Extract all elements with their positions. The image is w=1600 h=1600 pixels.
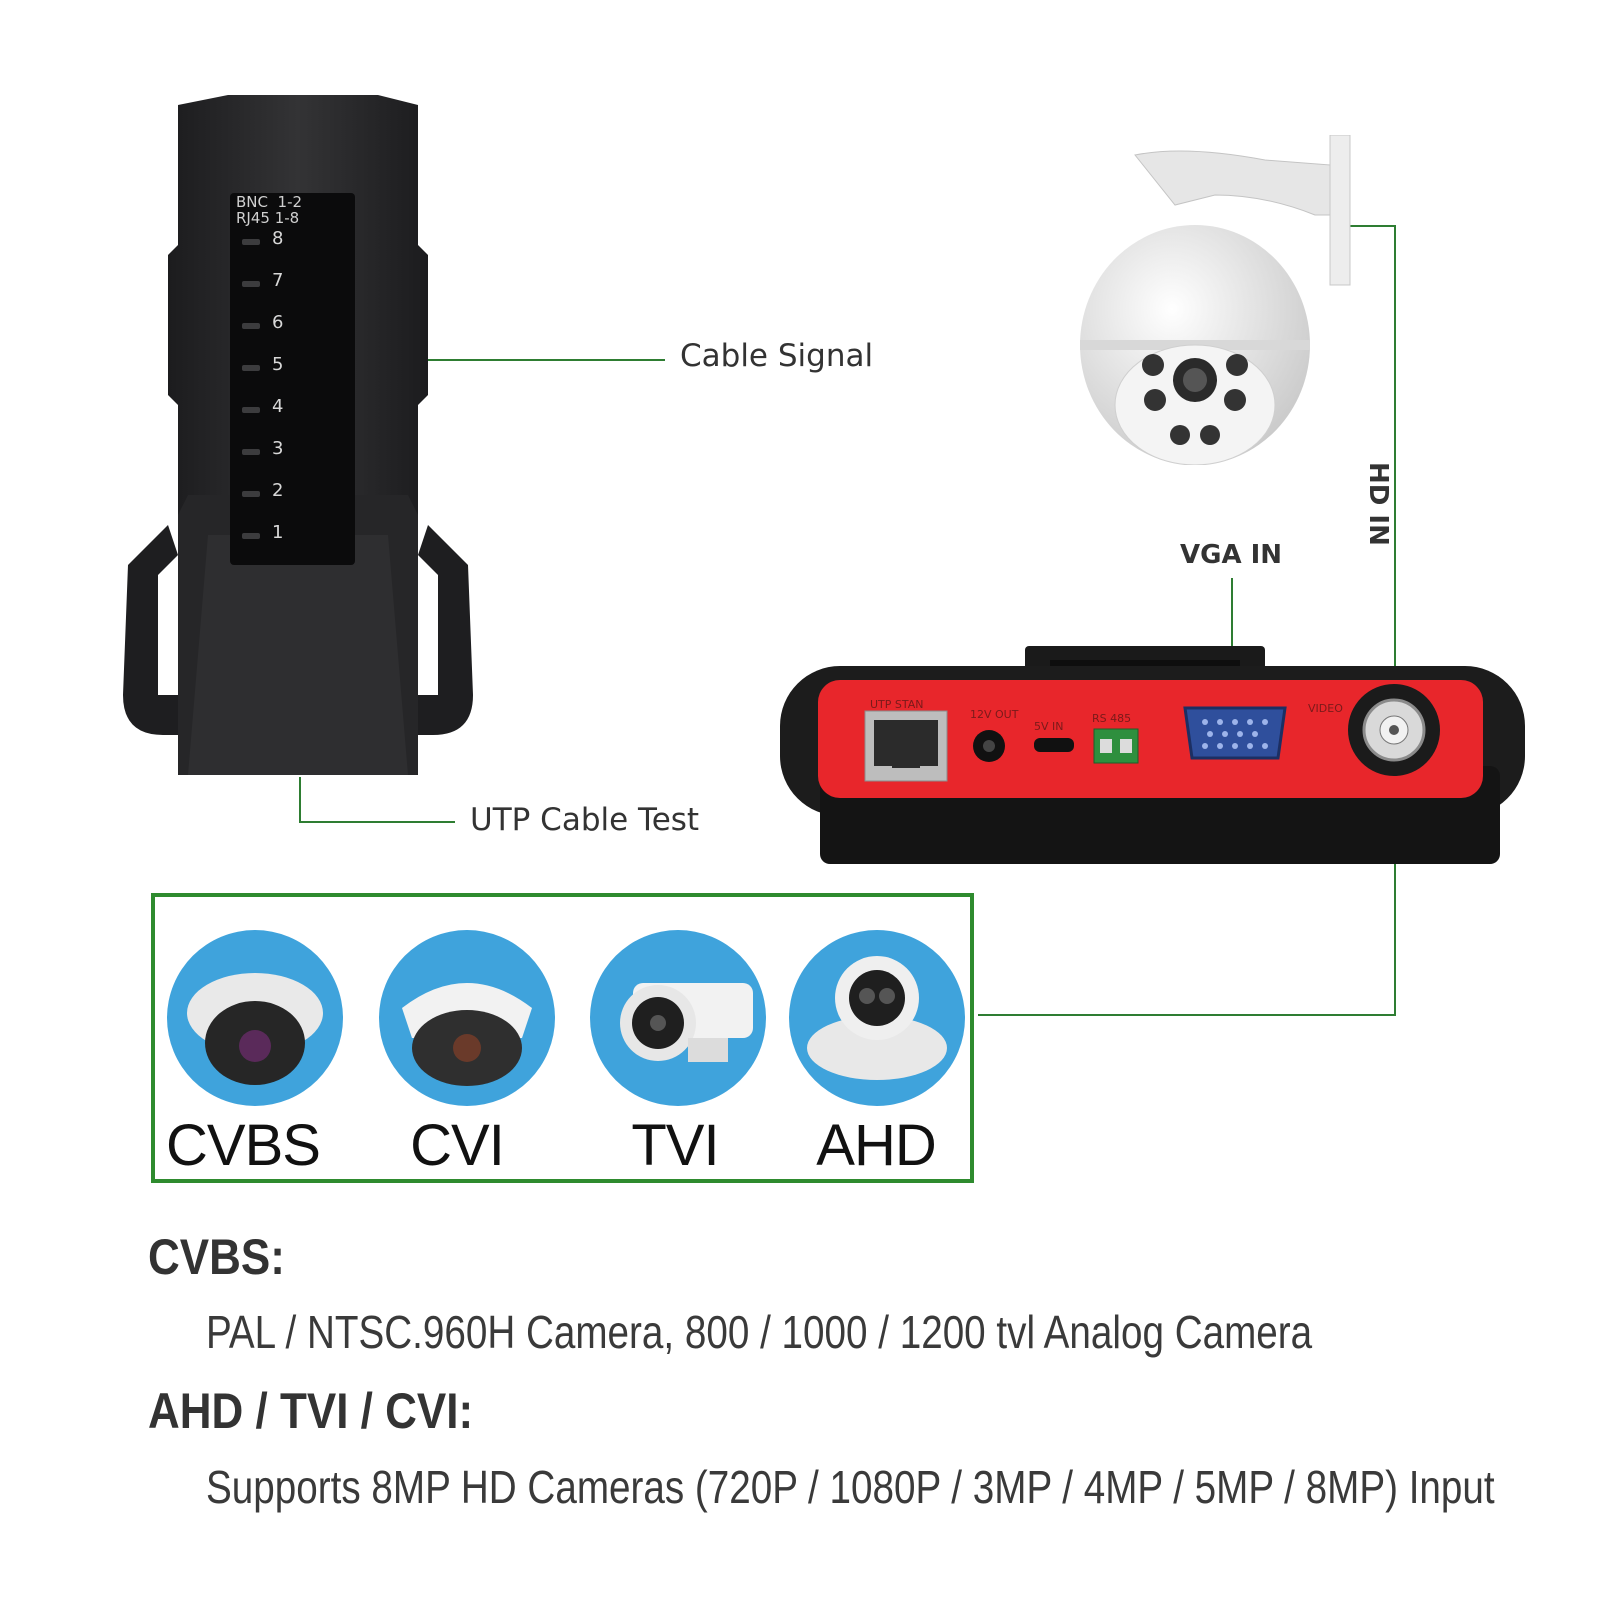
camera-type-label-cvi: CVI bbox=[410, 1113, 505, 1178]
port-label-utp: UTP STAN bbox=[870, 698, 924, 711]
cvbs-camera-icon bbox=[167, 930, 343, 1106]
cable-tester-body bbox=[123, 95, 473, 775]
utp-cable-test-label: UTP Cable Test bbox=[470, 802, 700, 838]
camera-type-label-cvbs: CVBS bbox=[166, 1113, 321, 1178]
spec-text-cvbs: PAL / NTSC.960H Camera, 800 / 1000 / 120… bbox=[206, 1306, 1313, 1358]
cable-tester: BNC 1-2 RJ45 1-8 8 7 6 5 4 3 2 1 bbox=[118, 95, 478, 785]
port-label-5v: 5V IN bbox=[1034, 720, 1064, 733]
spec-heading-hd: AHD / TVI / CVI: bbox=[148, 1383, 474, 1439]
spec-heading-cvbs: CVBS: bbox=[148, 1229, 285, 1285]
tester-device: UTP STAN 12V OUT 5V IN RS 485 VIDEO bbox=[780, 646, 1525, 864]
led-number: 5 bbox=[272, 354, 284, 375]
ahd-camera-icon bbox=[789, 930, 965, 1106]
led-number: 1 bbox=[272, 522, 284, 543]
hd-in-label: HD IN bbox=[1363, 462, 1393, 546]
port-label-video: VIDEO bbox=[1308, 702, 1343, 715]
led-number: 7 bbox=[272, 270, 284, 291]
port-label-rs485: RS 485 bbox=[1092, 712, 1132, 725]
camera-type-label-ahd: AHD bbox=[816, 1113, 936, 1178]
camera-types-frame bbox=[151, 893, 974, 1183]
led-number: 4 bbox=[272, 396, 284, 417]
tvi-camera-icon bbox=[590, 930, 766, 1106]
utp-cable-test-line bbox=[299, 777, 455, 823]
led-number: 2 bbox=[272, 480, 284, 501]
tester-device-body bbox=[780, 646, 1525, 864]
tester-panel-line1: BNC 1-2 bbox=[236, 193, 303, 211]
led-number: 3 bbox=[272, 438, 284, 459]
led-number: 8 bbox=[272, 228, 284, 249]
hd-in-line bbox=[978, 225, 1396, 1016]
ptz-camera-icon bbox=[1080, 135, 1351, 465]
camera-type-label-tvi: TVI bbox=[631, 1113, 719, 1178]
tester-panel-line2: RJ45 1-8 bbox=[236, 209, 300, 227]
cable-signal-label: Cable Signal bbox=[680, 338, 874, 374]
vga-in-label: VGA IN bbox=[1180, 540, 1283, 570]
port-label-12v: 12V OUT bbox=[970, 708, 1019, 721]
spec-text-hd: Supports 8MP HD Cameras (720P / 1080P / … bbox=[206, 1461, 1495, 1513]
led-number: 6 bbox=[272, 312, 284, 333]
cvi-camera-icon bbox=[379, 930, 555, 1106]
